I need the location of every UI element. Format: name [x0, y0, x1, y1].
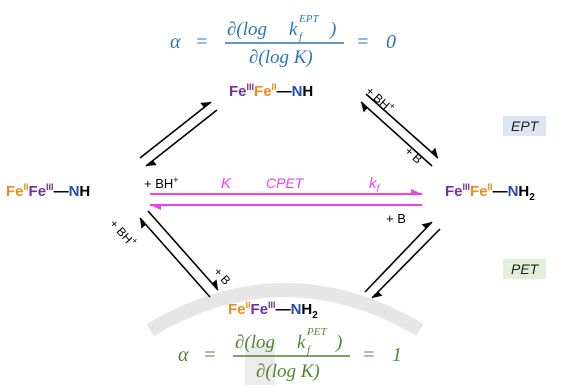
eq-bottom-sup: PET	[306, 326, 327, 338]
pet-label-box: PET	[503, 259, 547, 279]
center-b-label: + B	[386, 211, 406, 226]
equilibrium-arrows-upper-left	[139, 101, 218, 167]
watermark-arc	[146, 283, 424, 337]
watermark-block	[245, 345, 275, 385]
ept-label: EPT	[511, 118, 539, 134]
species-bottom: FeIIFeIII—NH2	[228, 300, 318, 321]
lower-left-bh-label: + BH+	[107, 215, 140, 250]
equilibrium-arrows-lower-left	[139, 210, 219, 298]
species-top: FeIIIFeII—NH	[229, 82, 313, 100]
eq-top-result: 0	[386, 31, 396, 53]
eq-bottom-denominator: ∂(log K)	[256, 361, 320, 382]
eq-top-num-suffix: )	[329, 19, 336, 40]
eq-top-equals: =	[195, 31, 209, 53]
eq-top-alpha: α	[170, 31, 181, 53]
lower-left-b-label: + B	[211, 265, 234, 288]
eq-bottom-k: k	[297, 332, 306, 353]
species-right: FeIIIFeII—NH2	[445, 182, 535, 203]
eq-top-result-equals: =	[356, 31, 370, 53]
equilibrium-arrows-upper-right	[360, 93, 439, 167]
eq-bottom-num-suffix: )	[335, 332, 342, 353]
upper-right-bh-label: + BH+	[363, 82, 398, 115]
eq-top-k: k	[289, 19, 298, 40]
equation-top: α = ∂(log k EPT f ) ∂(log K) = 0	[170, 13, 396, 68]
ept-label-box: EPT	[503, 116, 547, 136]
species-left: FeIIFeIII—NH	[6, 182, 90, 200]
eq-top-denominator: ∂(log K)	[249, 47, 313, 68]
eq-bottom-sub: f	[307, 344, 312, 356]
upper-right-b-label: + B	[402, 144, 425, 167]
eq-bottom-equals: =	[203, 344, 217, 366]
center-K-label: K	[221, 175, 232, 192]
center-cpet-label: CPET	[266, 175, 305, 191]
equation-bottom: α = ∂(log k PET f ) ∂(log K) = 1	[178, 326, 402, 382]
cpet-arrows	[150, 189, 422, 210]
equilibrium-arrows-lower-right	[364, 221, 441, 299]
eq-bottom-result-equals: =	[362, 344, 376, 366]
pet-label: PET	[511, 261, 539, 277]
eq-top-sup: EPT	[298, 13, 319, 25]
eq-bottom-result: 1	[392, 344, 402, 366]
center-bh-label: + BH+	[144, 175, 179, 191]
eq-bottom-num-prefix: ∂(log	[235, 332, 275, 353]
eq-bottom-alpha: α	[178, 344, 189, 366]
center-kf-label: kf	[369, 175, 381, 195]
eq-top-num-prefix: ∂(log	[227, 19, 267, 40]
eq-top-sub: f	[299, 31, 304, 43]
